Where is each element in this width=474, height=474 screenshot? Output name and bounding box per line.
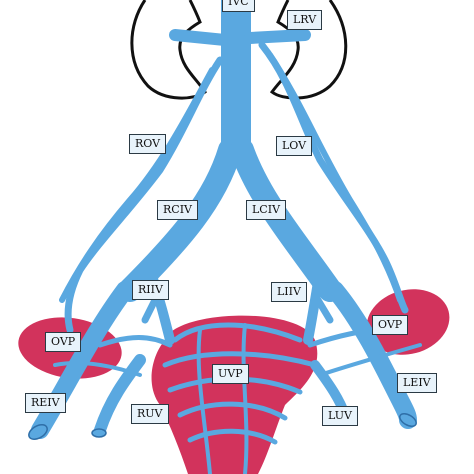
left-ovarian-vessel (258, 41, 409, 314)
right-kidney (130, 0, 207, 100)
reiv-end-cap (28, 424, 48, 440)
label-ovp-right: OVP (372, 315, 409, 335)
plexus-network-11 (318, 343, 422, 377)
plexus-network-10 (53, 361, 142, 377)
label-riiv: RIIV (132, 280, 169, 300)
right-renal-vein (169, 29, 231, 46)
right-common-iliac-vessel (118, 138, 242, 302)
label-uvp: UVP (212, 364, 249, 384)
label-rciv: RCIV (157, 200, 198, 220)
plexus-network-1 (172, 322, 303, 343)
label-reiv: REIV (25, 393, 66, 413)
label-lrv: LRV (287, 10, 323, 30)
label-liiv: LIIV (271, 282, 307, 302)
label-ivc: IVC (222, 0, 255, 12)
plexus-network-2 (162, 351, 318, 368)
plexus-network-4 (177, 401, 288, 421)
vein-network (31, 0, 422, 474)
label-lciv: LCIV (246, 200, 287, 220)
plexus-network-6 (196, 328, 212, 474)
label-rov: ROV (129, 134, 167, 154)
left-internal-iliac-vessel (303, 265, 325, 345)
label-ruv: RUV (131, 404, 169, 424)
left-kidney (269, 0, 348, 100)
plexus-network-8 (97, 335, 173, 348)
label-leiv: LEIV (397, 373, 437, 393)
plexus-network-5 (187, 428, 278, 445)
label-lov: LOV (276, 136, 313, 156)
left-internal-iliac-branch (314, 296, 334, 324)
right-internal-iliac-vessel (145, 265, 175, 345)
label-ovp-left: OVP (45, 332, 82, 352)
right-uterine-vessel (94, 354, 146, 436)
ruv-end-cap (91, 428, 107, 438)
left-renal-vein (244, 29, 311, 44)
left-ovarian-vessel-2 (267, 52, 403, 303)
plexus-network-7 (241, 323, 249, 474)
right-internal-iliac-branch (141, 296, 159, 324)
label-luv: LUV (322, 406, 358, 426)
right-ovarian-vessel-2 (59, 67, 215, 303)
leiv-end-cap (399, 413, 417, 427)
